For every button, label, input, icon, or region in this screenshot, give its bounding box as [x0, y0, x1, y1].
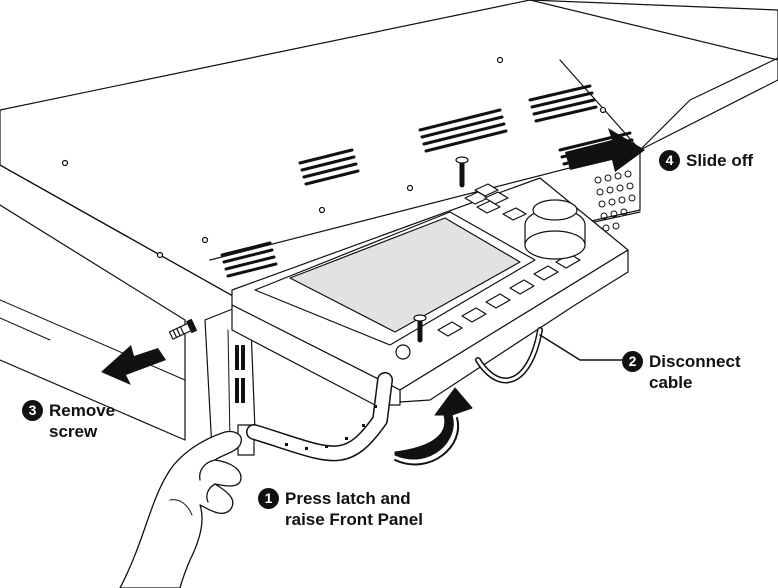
step-3-badge: 3	[22, 400, 43, 421]
raise-panel-arrow	[394, 387, 473, 460]
slide-off-arrow	[565, 128, 645, 172]
step-4-callout: 4 Slide off	[659, 150, 753, 171]
step-1-badge: 1	[258, 488, 279, 509]
mounting-holes	[61, 56, 607, 259]
joystick-left[interactable]	[413, 314, 427, 343]
step-1-line-2: raise Front Panel	[285, 510, 423, 529]
step-3-line-1: Remove	[49, 401, 116, 420]
step-3-line-2: screw	[49, 422, 98, 441]
screw[interactable]	[168, 318, 198, 340]
step-2-badge: 2	[622, 351, 643, 372]
display-screen	[289, 217, 521, 333]
joystick-right[interactable]	[455, 156, 469, 188]
bracket-slots	[235, 345, 245, 403]
chassis	[0, 0, 778, 301]
jog-knob[interactable]	[524, 199, 586, 260]
step-3-callout: 3 Remove screw	[22, 400, 115, 442]
front-panel[interactable]	[231, 156, 629, 406]
hand	[119, 430, 242, 588]
step-2-line-1: Disconnect	[649, 352, 741, 371]
keypad[interactable]	[464, 183, 527, 221]
chassis-front-edge	[0, 164, 241, 301]
soft-keys[interactable]	[437, 253, 581, 337]
step-1-line-1: Press latch and	[285, 489, 411, 508]
step-4-line-1: Slide off	[686, 151, 754, 170]
step-1-callout: 1 Press latch and raise Front Panel	[258, 488, 423, 530]
disconnect-leader-line	[539, 334, 643, 361]
ribbon-cable	[246, 372, 393, 462]
step-2-callout: 2 Disconnect cable	[622, 351, 741, 393]
rear-grille	[594, 170, 636, 232]
remove-screw-arrow	[101, 345, 166, 385]
step-2-line-2: cable	[649, 373, 693, 392]
step-4-badge: 4	[659, 150, 680, 171]
chassis-rear-bezel	[529, 0, 778, 151]
chassis-top-ridge-2	[209, 149, 641, 261]
power-button[interactable]	[395, 344, 411, 360]
vent-slots-upper	[298, 84, 598, 186]
